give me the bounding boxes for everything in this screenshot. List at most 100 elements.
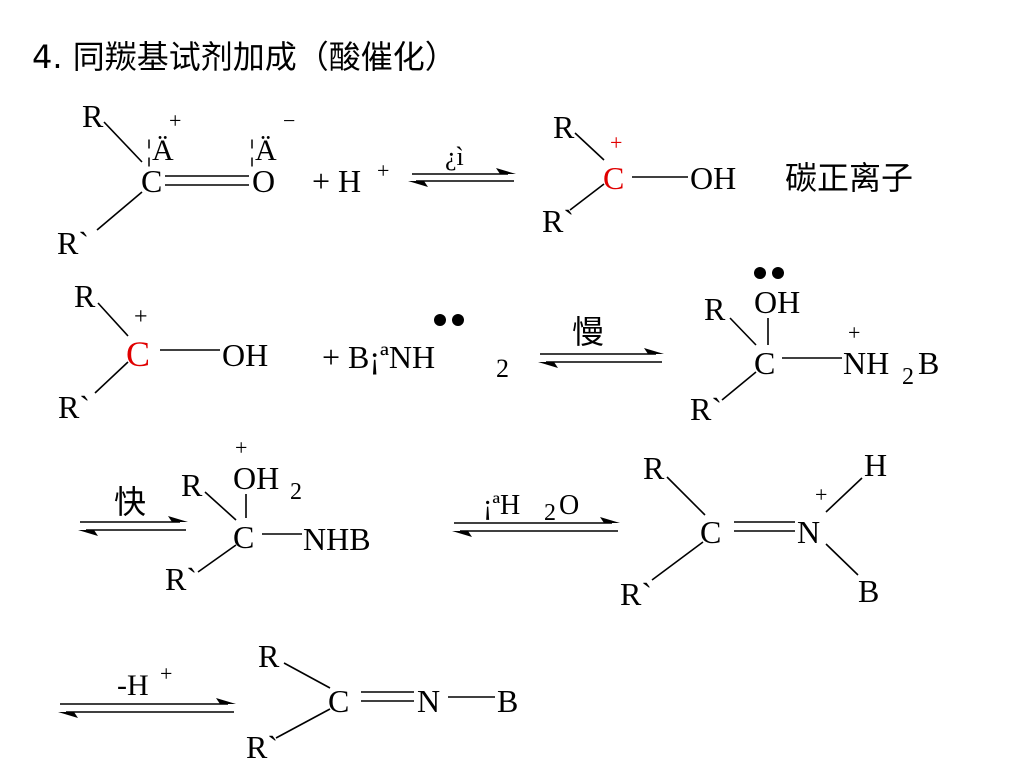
step2-reagent-sub: 2 [496, 354, 509, 383]
step1-bond-r-top [103, 121, 143, 163]
step2-carbon: C [126, 334, 150, 374]
step1-carbon-partial-label: ¦Ä [146, 134, 174, 167]
carbocation-label: 碳正离子 [785, 159, 914, 197]
step3-prod-bond-r-top [666, 476, 706, 516]
step1-carbonyl: R ¦Ä + ¦Ä − C O R` [57, 98, 295, 261]
step1-bond-r-bottom [96, 191, 143, 231]
step4-b: B [497, 683, 518, 719]
step4-r-bottom: R` [246, 729, 278, 765]
step3-bond-r-bottom [197, 544, 237, 573]
step3-intermediate: + OH 2 R C NHB R` [165, 435, 371, 597]
step2-prod-bond-r-top [729, 317, 757, 346]
step3-r-top: R [181, 467, 203, 503]
step1-r-bottom: R` [57, 225, 89, 261]
step4-arrow-charge: + [160, 661, 172, 686]
step3-bond-r-top [204, 491, 237, 521]
step3-prod-r-top: R [643, 450, 665, 486]
step3-prod-carbon: C [700, 514, 721, 550]
step4-arrow-back-head [58, 712, 78, 718]
step2-prod-nh: NH [843, 345, 889, 381]
step3-arrow2-back-head [452, 531, 472, 537]
step2-arrow-back-head [538, 362, 558, 368]
step3-nhb: NHB [303, 521, 371, 557]
step1-r-top: R [82, 98, 104, 134]
step1-prod-r-top: R [553, 109, 575, 145]
step1-carbon-partial-charge: + [169, 108, 181, 133]
step2-prod-r-bottom: R` [690, 391, 722, 427]
step1-reagent-charge: + [377, 158, 389, 183]
step4-equilibrium-arrow: -H + [58, 661, 236, 718]
step3-oh2: OH [233, 460, 279, 496]
step2-prod-b: B [918, 345, 939, 381]
step3-equilibrium-arrow-water: ¡ªH 2 O [452, 490, 620, 537]
step2-prod-oh: OH [754, 284, 800, 320]
step3-arrow2-label: ¡ªH [483, 490, 520, 521]
step3-prod-h: H [864, 447, 887, 483]
step2-reagent: + B¡ªNH 2 [322, 314, 509, 383]
step3-oh2-charge: + [235, 435, 247, 460]
step4-arrow-label: -H [117, 669, 149, 702]
step1-arrow-label: ¿ì [445, 142, 464, 171]
step2-prod-lone-pair-b [772, 267, 784, 279]
step1-product: R + C OH R` [542, 109, 736, 239]
step2-charge: + [134, 304, 148, 330]
step3-arrow-label: 快 [114, 484, 146, 520]
step1-oxygen-partial-label: ¦Ä [249, 134, 277, 167]
step2-prod-r-top: R [704, 291, 726, 327]
step2-lone-pair-dot-a [434, 314, 446, 326]
step2-prod-carbon: C [754, 345, 775, 381]
step4-n: N [417, 683, 440, 719]
step2-lone-pair-dot-b [452, 314, 464, 326]
step4-arrow-forward-head [216, 698, 236, 704]
step2-equilibrium-arrow: 慢 [538, 314, 664, 368]
step2-bond-r-bottom [94, 361, 129, 394]
step4-bond-r-top [283, 662, 331, 689]
step3-arrow-back-head [78, 530, 98, 536]
step2-r-bottom: R` [58, 389, 90, 425]
step2-carbocation: R + C OH R` [58, 278, 268, 425]
step3-r-bottom: R` [165, 561, 197, 597]
step2-arrow-forward-head [644, 348, 664, 354]
step4-bond-r-bottom [275, 708, 331, 739]
step1-prod-r-bottom: R` [542, 203, 574, 239]
step1-carbon: C [141, 163, 162, 199]
step4-carbon: C [328, 683, 349, 719]
step1-arrow-back-head [408, 181, 428, 187]
step3-equilibrium-arrow-fast: 快 [78, 484, 188, 536]
step3-prod-charge: + [815, 482, 827, 507]
step3-carbon: C [233, 519, 254, 555]
step1-prod-bond-r-top [574, 132, 605, 161]
step4-r-top: R [258, 638, 280, 674]
step2-prod-bond-r-bottom [721, 371, 757, 401]
step1-oxygen-partial-charge: − [283, 108, 295, 133]
step3-prod-n: N [797, 514, 820, 550]
step2-arrow-label: 慢 [572, 314, 604, 350]
step3-prod-b: B [858, 573, 879, 609]
step3-prod-bond-r-bottom [651, 541, 704, 581]
step1-prod-bond-r-bottom [569, 183, 605, 211]
step3-oh2-sub: 2 [290, 479, 302, 505]
step3-arrow2-forward-head [600, 517, 620, 523]
step3-prod-r-bottom: R` [620, 576, 652, 612]
step1-prod-oh: OH [690, 160, 736, 196]
step3-iminium: R C + N H B R` [620, 447, 887, 612]
step1-prod-charge: + [610, 130, 622, 155]
step2-prod-lone-pair-a [754, 267, 766, 279]
step3-arrow2-sub: 2 [544, 500, 556, 526]
step3-prod-bond-b [825, 543, 859, 576]
step1-reagent: + H [312, 163, 361, 199]
slide-title: 4. 同羰基试剂加成（酸催化） [32, 38, 457, 76]
step2-reagent-text: + B¡ªNH [322, 339, 435, 375]
step1-prod-carbon: C [603, 160, 624, 196]
step2-oh: OH [222, 337, 268, 373]
step2-prod-charge: + [848, 320, 860, 345]
step1-equilibrium-arrow: ¿ì [408, 142, 516, 187]
step2-bond-r-top [97, 302, 129, 337]
step2-r-top: R [74, 278, 96, 314]
step2-prod-nh-sub: 2 [902, 364, 914, 390]
step3-arrow-forward-head [168, 516, 188, 522]
step2-product: OH R C + NH 2 B R` [690, 267, 939, 427]
step1-arrow-forward-head [496, 168, 516, 174]
step1-oxygen: O [252, 163, 275, 199]
